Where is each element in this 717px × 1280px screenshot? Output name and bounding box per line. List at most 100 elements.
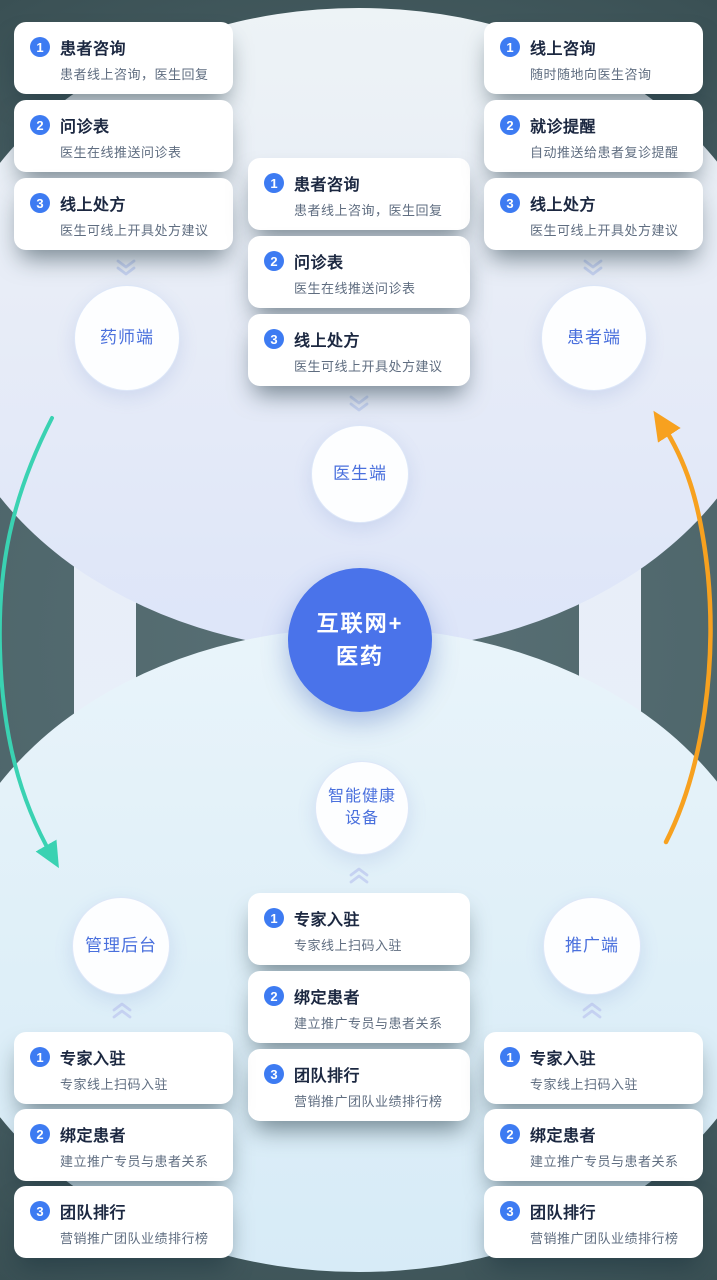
card-desc: 营销推广团队业绩排行榜	[530, 1231, 679, 1246]
card-desc: 医生在线推送问诊表	[60, 145, 182, 160]
card-desc: 医生在线推送问诊表	[294, 281, 416, 296]
card-desc: 自动推送给患者复诊提醒	[530, 145, 679, 160]
card-title: 线上处方	[530, 197, 597, 214]
card-title: 问诊表	[60, 119, 110, 136]
feature-card: 1 线上咨询 随时随地向医生咨询	[484, 22, 703, 94]
step-badge: 1	[30, 1047, 50, 1067]
card-stack-bottom-left: 1 专家入驻 专家线上扫码入驻 2 绑定患者 建立推广专员与患者关系 3 团队排行 营…	[14, 1032, 233, 1258]
card-title: 团队排行	[530, 1205, 597, 1222]
card-title: 团队排行	[294, 1068, 361, 1085]
double-chevron-up-icon	[579, 1001, 605, 1019]
feature-card: 2 绑定患者 建立推广专员与患者关系	[484, 1109, 703, 1181]
card-stack-top-center: 1 患者咨询 患者线上咨询，医生回复 2 问诊表 医生在线推送问诊表 3 线上处方 医…	[248, 158, 470, 386]
step-badge: 3	[30, 193, 50, 213]
card-stack-top-right: 1 线上咨询 随时随地向医生咨询 2 就诊提醒 自动推送给患者复诊提醒 3 线上处方 …	[484, 22, 703, 250]
card-title: 问诊表	[294, 255, 344, 272]
card-title: 患者咨询	[60, 41, 127, 58]
step-badge: 3	[264, 1064, 284, 1084]
node-label-line1: 智能健康	[327, 787, 396, 805]
step-badge: 1	[264, 173, 284, 193]
feature-card: 2 绑定患者 建立推广专员与患者关系	[14, 1109, 233, 1181]
step-badge: 3	[264, 329, 284, 349]
card-desc: 医生可线上开具处方建议	[60, 223, 209, 238]
feature-card: 1 专家入驻 专家线上扫码入驻	[248, 893, 470, 965]
card-stack-bottom-right: 1 专家入驻 专家线上扫码入驻 2 绑定患者 建立推广专员与患者关系 3 团队排行 营…	[484, 1032, 703, 1258]
feature-card: 2 绑定患者 建立推广专员与患者关系	[248, 971, 470, 1043]
card-title: 线上处方	[60, 197, 127, 214]
step-badge: 1	[264, 908, 284, 928]
feature-card: 3 团队排行 营销推广团队业绩排行榜	[14, 1186, 233, 1258]
card-title: 专家入驻	[530, 1051, 597, 1068]
node-label: 患者端	[567, 328, 621, 348]
feature-card: 1 专家入驻 专家线上扫码入驻	[14, 1032, 233, 1104]
card-title: 患者咨询	[294, 177, 361, 194]
card-title: 绑定患者	[60, 1128, 127, 1145]
step-badge: 1	[500, 37, 520, 57]
feature-card: 1 患者咨询 患者线上咨询，医生回复	[14, 22, 233, 94]
card-title: 就诊提醒	[530, 119, 597, 136]
node-smart-health-device: 智能健康 设备	[315, 761, 409, 855]
step-badge: 2	[500, 1124, 520, 1144]
feature-card: 3 团队排行 营销推广团队业绩排行榜	[484, 1186, 703, 1258]
step-badge: 2	[264, 986, 284, 1006]
card-title: 专家入驻	[60, 1051, 127, 1068]
feature-card: 1 患者咨询 患者线上咨询，医生回复	[248, 158, 470, 230]
node-promoter: 推广端	[543, 897, 641, 995]
feature-card: 3 团队排行 营销推广团队业绩排行榜	[248, 1049, 470, 1121]
node-patient: 患者端	[541, 285, 647, 391]
node-admin-backend: 管理后台	[72, 897, 170, 995]
step-badge: 1	[500, 1047, 520, 1067]
step-badge: 3	[500, 1201, 520, 1221]
feature-card: 2 问诊表 医生在线推送问诊表	[14, 100, 233, 172]
hub-label-line1: 互联网+	[316, 611, 404, 636]
double-chevron-up-icon	[346, 866, 372, 884]
card-title: 团队排行	[60, 1205, 127, 1222]
card-title: 线上咨询	[530, 41, 597, 58]
card-desc: 患者线上咨询，医生回复	[294, 203, 443, 218]
card-desc: 建立推广专员与患者关系	[60, 1154, 209, 1169]
step-badge: 2	[30, 1124, 50, 1144]
card-desc: 医生可线上开具处方建议	[294, 359, 443, 374]
card-title: 专家入驻	[294, 912, 361, 929]
card-desc: 专家线上扫码入驻	[530, 1077, 639, 1092]
double-chevron-down-icon	[113, 259, 139, 277]
card-desc: 医生可线上开具处方建议	[530, 223, 679, 238]
card-desc: 建立推广专员与患者关系	[294, 1016, 443, 1031]
step-badge: 1	[30, 37, 50, 57]
card-desc: 专家线上扫码入驻	[60, 1077, 169, 1092]
card-desc: 患者线上咨询，医生回复	[60, 67, 209, 82]
node-label: 管理后台	[85, 936, 157, 956]
card-title: 绑定患者	[294, 990, 361, 1007]
card-desc: 营销推广团队业绩排行榜	[60, 1231, 209, 1246]
card-stack-top-left: 1 患者咨询 患者线上咨询，医生回复 2 问诊表 医生在线推送问诊表 3 线上处方 医…	[14, 22, 233, 250]
node-label: 推广端	[565, 936, 619, 956]
card-title: 线上处方	[294, 333, 361, 350]
double-chevron-down-icon	[346, 395, 372, 413]
card-desc: 建立推广专员与患者关系	[530, 1154, 679, 1169]
node-doctor: 医生端	[311, 425, 409, 523]
double-chevron-down-icon	[580, 259, 606, 277]
card-desc: 随时随地向医生咨询	[530, 67, 652, 82]
step-badge: 3	[500, 193, 520, 213]
node-pharmacist: 药师端	[74, 285, 180, 391]
step-badge: 2	[264, 251, 284, 271]
step-badge: 2	[30, 115, 50, 135]
node-label: 医生端	[333, 464, 387, 484]
card-title: 绑定患者	[530, 1128, 597, 1145]
hub-label-line2: 医药	[335, 644, 384, 669]
step-badge: 2	[500, 115, 520, 135]
step-badge: 3	[30, 1201, 50, 1221]
node-label: 药师端	[100, 328, 154, 348]
card-desc: 营销推广团队业绩排行榜	[294, 1094, 443, 1109]
feature-card: 3 线上处方 医生可线上开具处方建议	[14, 178, 233, 250]
node-label-line2: 设备	[344, 810, 379, 827]
feature-card: 3 线上处方 医生可线上开具处方建议	[484, 178, 703, 250]
card-desc: 专家线上扫码入驻	[294, 938, 403, 953]
feature-card: 2 问诊表 医生在线推送问诊表	[248, 236, 470, 308]
card-stack-bottom-center: 1 专家入驻 专家线上扫码入驻 2 绑定患者 建立推广专员与患者关系 3 团队排行 营…	[248, 893, 470, 1121]
feature-card: 1 专家入驻 专家线上扫码入驻	[484, 1032, 703, 1104]
double-chevron-up-icon	[109, 1001, 135, 1019]
node-internet-medicine-hub: 互联网+ 医药	[288, 568, 432, 712]
feature-card: 3 线上处方 医生可线上开具处方建议	[248, 314, 470, 386]
